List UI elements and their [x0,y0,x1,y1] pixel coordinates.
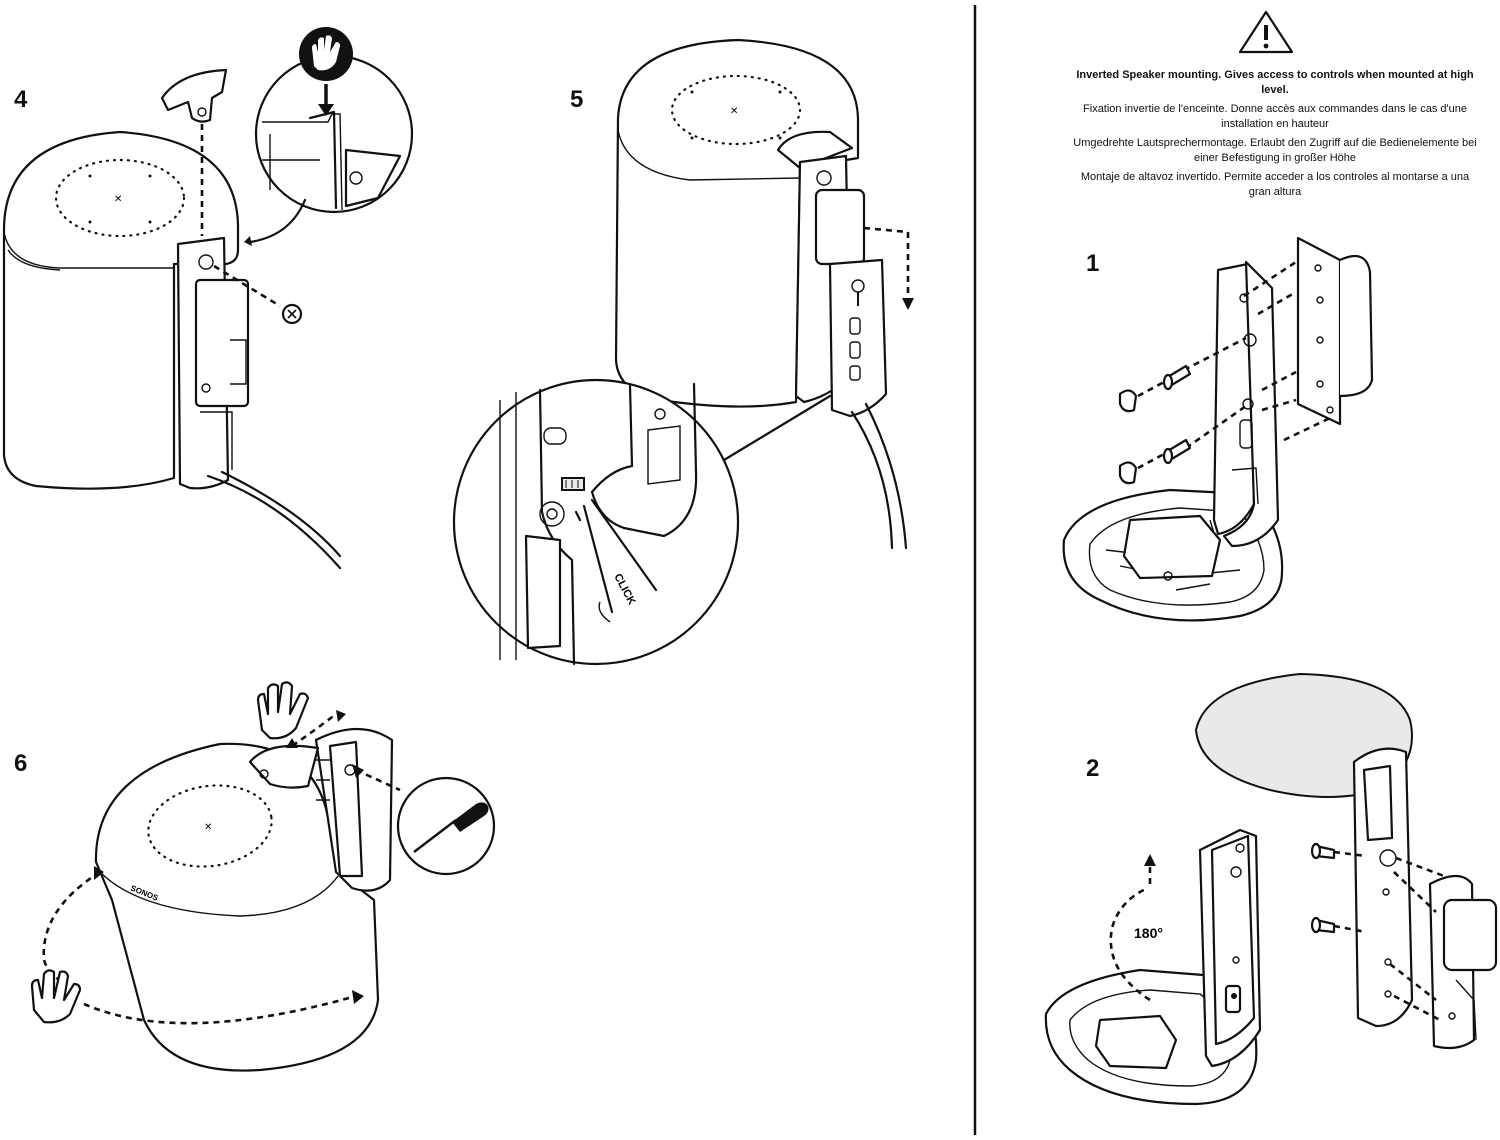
screw-icon [1162,438,1192,465]
svg-text:✕: ✕ [114,194,122,205]
clip-icon [160,68,228,123]
screw-icon [1310,916,1336,934]
detail-magnifier [452,378,740,666]
mount-icon [828,258,888,418]
step-number-4: 4 [14,86,28,113]
warning-english: Inverted Speaker mounting. Gives access … [1076,69,1474,96]
screw-icon [1162,364,1192,391]
speaker-icon [2,130,240,490]
warning-text: Inverted Speaker mounting. Gives access … [1070,68,1480,204]
right-step2-illustration: 180° [1044,672,1498,1106]
warning-french: Fixation invertie de l'enceinte. Donne a… [1083,103,1467,130]
warning-german: Umgedrehte Lautsprechermontage. Erlaubt … [1073,137,1477,164]
svg-text:✕: ✕ [730,106,738,117]
screwdriver-icon [396,776,496,876]
step4-illustration: ✕ [2,27,414,570]
step6-illustration: ✕ SONOS [30,681,496,1072]
screw-icon [1310,842,1336,860]
hand-icon [299,27,353,81]
step-number-1: 1 [1086,250,1100,277]
rotation-label: 180° [1134,925,1163,941]
step-number-6: 6 [14,750,28,777]
step5-illustration: ✕ [452,38,914,666]
warning-spanish: Montaje de altavoz invertido. Permite ac… [1080,171,1470,198]
step-number-2: 2 [1086,755,1100,782]
screw-icon [213,264,303,325]
hand-icon [30,969,82,1024]
warning-triangle-icon [1238,10,1294,54]
right-step1-illustration [1062,236,1374,622]
hand-icon [256,681,310,740]
svg-text:✕: ✕ [204,822,212,833]
step-number-5: 5 [570,86,584,113]
